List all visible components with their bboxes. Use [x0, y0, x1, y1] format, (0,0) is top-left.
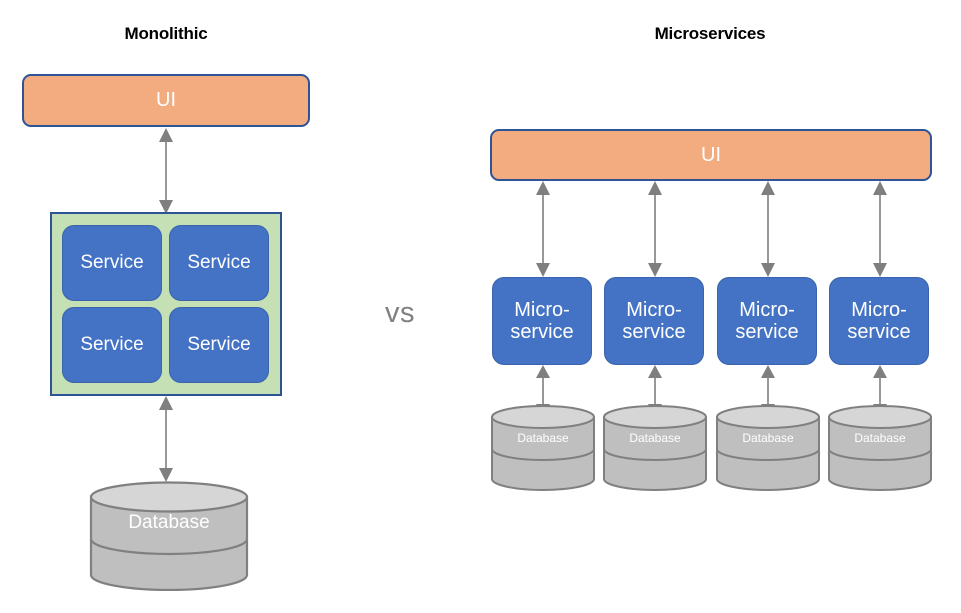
microservices-ui-label: UI [701, 143, 721, 166]
arrow-ui-to-microservice-1 [534, 181, 552, 277]
microservice-label-3-line1: Micro- [739, 298, 795, 321]
monolith-service-label-3: Service [80, 334, 144, 356]
monolith-service-box-4[interactable]: Service [169, 307, 269, 383]
page-title-microservices: Microservices [654, 24, 766, 43]
arrow-ui-to-microservice-2 [646, 181, 664, 277]
monolith-service-label-1: Service [80, 252, 144, 274]
monolith-database-cylinder[interactable]: Database [89, 481, 249, 591]
arrow-monolith-ui-to-services [157, 128, 175, 214]
microservice-box-3[interactable]: Micro- service [717, 277, 817, 365]
monolith-service-label-4: Service [187, 334, 251, 356]
page-title-monolithic: Monolithic [124, 24, 208, 43]
microservice-box-1[interactable]: Micro- service [492, 277, 592, 365]
microservice-database-cylinder-4[interactable]: Database [827, 404, 933, 492]
microservice-label-4-line2: service [847, 321, 911, 343]
microservice-label-4-line1: Micro- [851, 298, 907, 321]
microservice-database-cylinder-1[interactable]: Database [490, 404, 596, 492]
arrow-ui-to-microservice-3 [759, 181, 777, 277]
monolith-ui-box[interactable]: UI [22, 74, 310, 127]
microservice-label-3-line2: service [735, 321, 799, 343]
arrow-monolith-services-to-database [157, 396, 175, 482]
microservice-label-1-line2: service [510, 321, 574, 343]
microservice-box-4[interactable]: Micro- service [829, 277, 929, 365]
microservices-ui-box[interactable]: UI [490, 129, 932, 181]
microservice-label-2-line2: service [622, 321, 686, 343]
microservice-database-cylinder-2[interactable]: Database [602, 404, 708, 492]
monolith-service-box-3[interactable]: Service [62, 307, 162, 383]
microservice-label-1-line1: Micro- [514, 298, 570, 321]
microservice-database-cylinder-3[interactable]: Database [715, 404, 821, 492]
microservice-box-2[interactable]: Micro- service [604, 277, 704, 365]
monolith-service-label-2: Service [187, 252, 251, 274]
microservice-label-2-line1: Micro- [626, 298, 682, 321]
monolith-service-box-2[interactable]: Service [169, 225, 269, 301]
versus-label: vs [385, 297, 415, 329]
monolith-service-box-1[interactable]: Service [62, 225, 162, 301]
arrow-ui-to-microservice-4 [871, 181, 889, 277]
monolith-ui-label: UI [156, 89, 176, 112]
